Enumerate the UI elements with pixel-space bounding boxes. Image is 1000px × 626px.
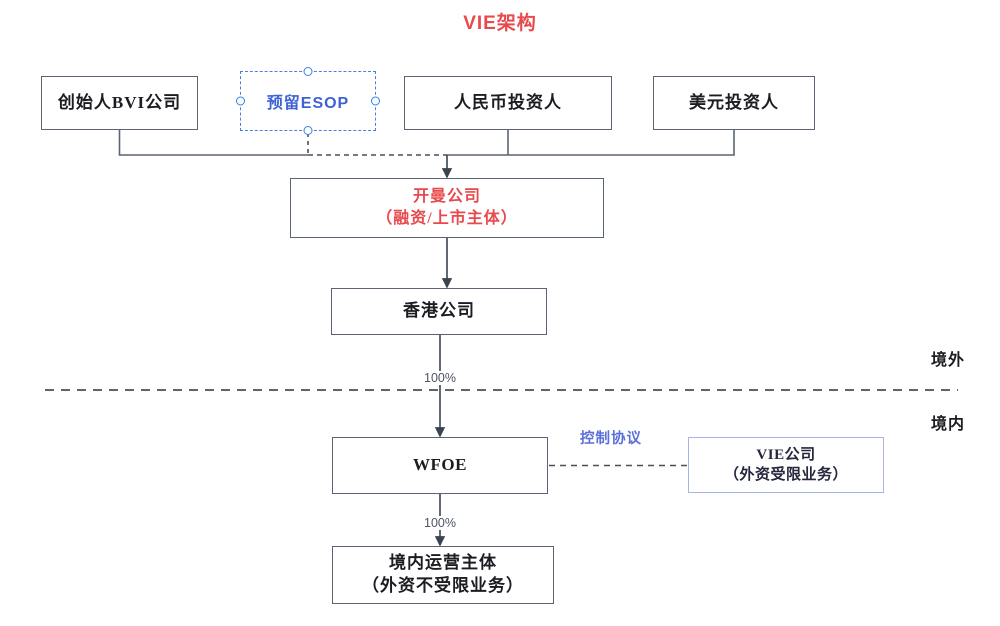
node-usd-investor[interactable]: 美元投资人 (653, 76, 815, 130)
node-vie-company[interactable]: VIE公司 （外资受限业务） (688, 437, 884, 493)
node-wfoe-label: WFOE (413, 455, 467, 475)
node-founder-bvi-label: 创始人BVI公司 (57, 92, 182, 112)
resize-handle-right-icon[interactable] (371, 96, 380, 106)
node-wfoe[interactable]: WFOE (332, 437, 548, 494)
edge-label-control-agreement: 控制协议 (578, 427, 644, 448)
node-domestic-operating-entity[interactable]: 境内运营主体 （外资不受限业务） (332, 546, 554, 604)
node-cayman-company-label-line1: 开曼公司 (412, 188, 481, 206)
edge-label-hk-to-wfoe-percent: 100% (421, 371, 459, 385)
node-domestic-operating-entity-label-line1: 境内运营主体 (389, 553, 497, 573)
node-vie-company-label-line1: VIE公司 (756, 446, 816, 463)
node-hongkong-company[interactable]: 香港公司 (331, 288, 547, 335)
resize-handle-bottom-icon[interactable] (303, 126, 313, 135)
node-founder-bvi[interactable]: 创始人BVI公司 (41, 76, 198, 130)
node-hongkong-company-label: 香港公司 (403, 301, 475, 321)
node-domestic-operating-entity-label-line2: （外资不受限业务） (362, 576, 524, 595)
node-cayman-company-label-line2: （融资/上市主体） (376, 210, 518, 227)
node-vie-company-label-line2: （外资受限业务） (723, 467, 848, 483)
page-title: VIE架构 (463, 13, 537, 34)
region-label-onshore: 境内 (931, 416, 966, 433)
node-cayman-company[interactable]: 开曼公司 （融资/上市主体） (290, 178, 604, 238)
resize-handle-top-icon[interactable] (303, 67, 313, 76)
node-usd-investor-label: 美元投资人 (689, 92, 779, 112)
region-label-offshore: 境外 (931, 352, 966, 369)
node-reserved-esop[interactable]: 预留ESOP (236, 67, 380, 135)
edge-label-wfoe-to-domestic-percent: 100% (421, 516, 459, 530)
resize-handle-left-icon[interactable] (236, 96, 245, 106)
node-rmb-investor-label: 人民币投资人 (454, 92, 562, 112)
node-rmb-investor[interactable]: 人民币投资人 (404, 76, 612, 130)
node-reserved-esop-label: 预留ESOP (266, 95, 350, 112)
